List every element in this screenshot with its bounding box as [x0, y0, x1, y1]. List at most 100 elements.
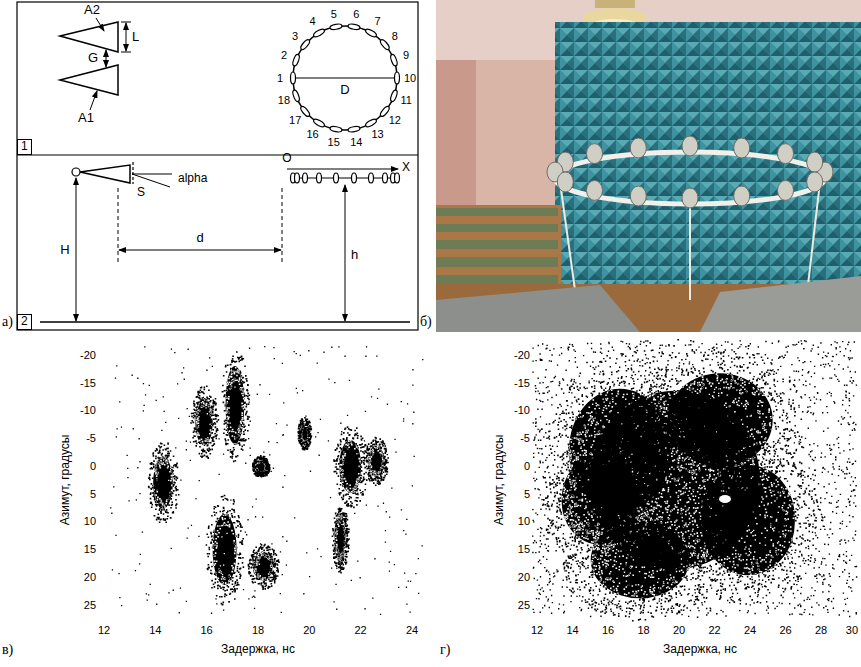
tick-label: 25: [84, 599, 96, 612]
callout-number: 6: [353, 8, 359, 21]
dimension-label: D: [340, 83, 349, 98]
antenna-disc: [778, 144, 794, 164]
antenna-disc: [807, 172, 823, 192]
tick-label: 12: [531, 624, 543, 637]
tick-label: 18: [637, 624, 649, 637]
callout-number: 3: [292, 30, 298, 43]
dimension-label: L: [132, 30, 139, 45]
tick-label: 24: [744, 624, 756, 637]
tick-label: 20: [673, 624, 685, 637]
callout-number: 15: [328, 136, 340, 149]
tick-label: 24: [406, 624, 418, 637]
tick-label: 16: [201, 624, 213, 637]
panel-letter: в): [2, 642, 13, 658]
tick-label: -10: [514, 404, 530, 417]
tick-label: 5: [90, 488, 96, 501]
tick-label: 22: [708, 624, 720, 637]
tick-label: 28: [815, 624, 827, 637]
antenna-disc: [630, 186, 646, 206]
callout-number: 4: [309, 15, 315, 28]
tick-label: -15: [514, 377, 530, 390]
tick-label: 12: [98, 624, 110, 637]
antenna-disc: [630, 138, 646, 158]
tick-label: 15: [84, 543, 96, 556]
axis-name: O: [282, 152, 291, 166]
antenna-disc: [778, 180, 794, 200]
panel-number-box: 1: [17, 139, 32, 155]
dimension-label: S: [137, 186, 145, 200]
axis-title: Задержка, нс: [221, 643, 295, 657]
panel-letter: б): [420, 314, 432, 330]
callout-number: 8: [392, 30, 398, 43]
tick-label: -5: [86, 432, 96, 445]
callout-number: 17: [289, 114, 301, 127]
image-gap: [719, 495, 731, 503]
panel-frames: [17, 2, 418, 330]
panel-number: 2: [21, 314, 28, 328]
antenna-disc: [807, 152, 823, 172]
tick-label: 15: [518, 543, 530, 556]
tick-label: -10: [80, 404, 96, 417]
antenna-disc: [587, 144, 603, 164]
part-name: A1: [78, 111, 94, 126]
tick-label: 14: [149, 624, 161, 637]
panel-number: 1: [21, 139, 28, 153]
callout-number: 16: [306, 128, 318, 141]
antenna-disc: [734, 138, 750, 158]
antenna-disc: [587, 180, 603, 200]
panel-number-box: 2: [17, 314, 32, 330]
tick-label: 22: [355, 624, 367, 637]
callout-number: 5: [331, 8, 337, 21]
axis-title: Задержка, нс: [663, 643, 737, 657]
radar-image: [532, 339, 857, 622]
dimension-label: G: [88, 51, 98, 66]
tick-label: 10: [84, 515, 96, 528]
callout-number: 9: [403, 49, 409, 62]
callout-number: 7: [374, 15, 380, 28]
panel-letter: г): [440, 642, 450, 658]
callout-number: 2: [281, 49, 287, 62]
antenna-ring: [291, 23, 400, 132]
tick-label: -5: [520, 432, 530, 445]
array-side: [291, 173, 400, 183]
callout-number: 11: [400, 94, 411, 107]
antenna-disc: [682, 136, 698, 156]
axis-title: Азимут, градусы: [493, 435, 507, 526]
tick-label: 0: [524, 460, 530, 473]
callout-number: 1: [277, 72, 283, 85]
antenna-disc: [734, 186, 750, 206]
callout-number: 14: [350, 136, 362, 149]
callout-number: 10: [404, 72, 416, 85]
callout-number: 13: [371, 128, 383, 141]
radar-image: [110, 346, 423, 615]
tick-label: 16: [602, 624, 614, 637]
tick-label: -15: [80, 377, 96, 390]
callout-number: 12: [389, 114, 401, 127]
tick-label: 14: [566, 624, 578, 637]
tick-label: 26: [779, 624, 791, 637]
lab-photo: [436, 0, 861, 332]
axis-title: Азимут, градусы: [59, 435, 73, 526]
tick-label: 20: [84, 571, 96, 584]
tick-label: 10: [518, 515, 530, 528]
tick-label: 20: [518, 571, 530, 584]
dimension-label: H: [60, 243, 69, 258]
side-view: [40, 162, 410, 322]
antenna-disc: [557, 172, 573, 192]
dimension-label: h: [351, 248, 358, 263]
tick-label: 25: [518, 599, 530, 612]
antenna-disc: [682, 188, 698, 208]
tick-label: 30: [846, 624, 858, 637]
tick-label: -20: [80, 349, 96, 362]
tick-label: 18: [252, 624, 264, 637]
tick-label: 20: [303, 624, 315, 637]
panel-letter: а): [2, 314, 13, 330]
tick-label: 0: [90, 460, 96, 473]
dimension-label: d: [196, 231, 203, 246]
antenna-pair: [60, 22, 118, 95]
tick-label: 5: [524, 488, 530, 501]
part-name: A2: [84, 3, 100, 18]
callout-number: 18: [278, 94, 290, 107]
